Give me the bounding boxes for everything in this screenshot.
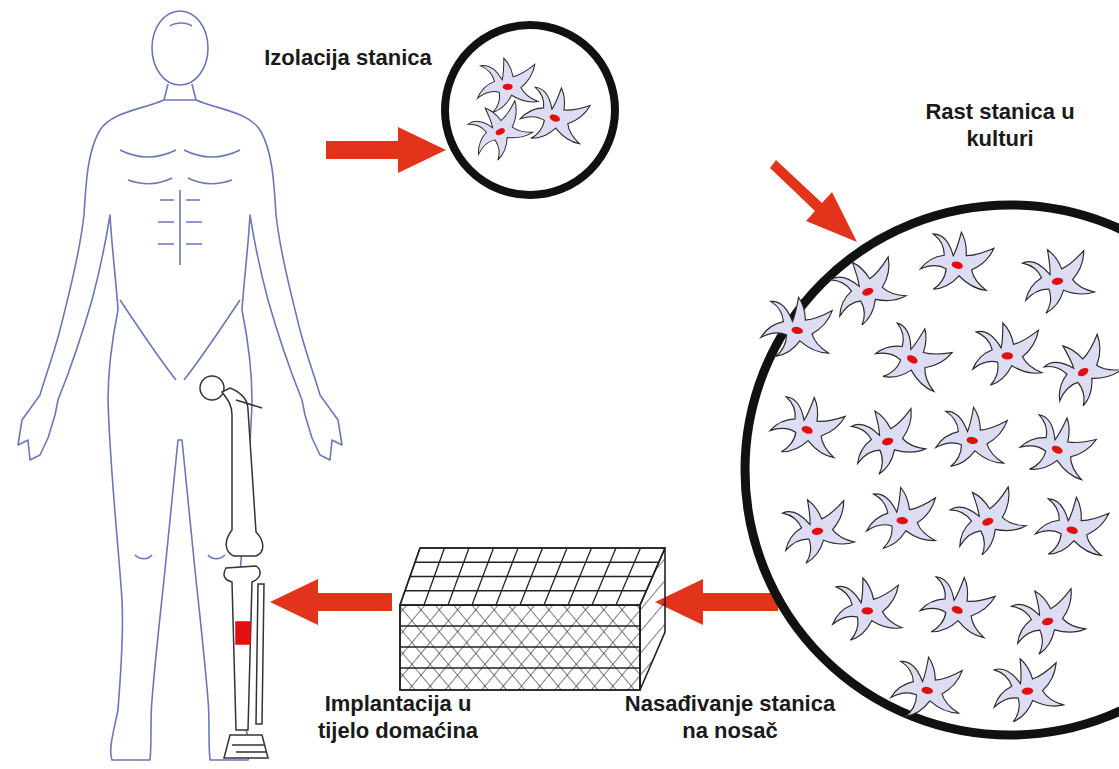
human-figure (18, 11, 342, 760)
cell (778, 493, 857, 566)
grid-line (410, 576, 653, 577)
cell (1006, 581, 1089, 659)
grid-line (400, 604, 640, 605)
grid-line (420, 547, 665, 548)
cell (758, 292, 837, 365)
cell (1018, 243, 1097, 316)
cell (833, 578, 902, 640)
cell (1013, 405, 1102, 491)
step-label: Rast stanica u kulturi (925, 98, 1075, 152)
cell (846, 401, 929, 479)
grid-line (400, 667, 640, 668)
scaffold (400, 548, 665, 690)
grid-line (405, 590, 646, 591)
cell (1037, 326, 1119, 415)
step-label: Implantacija u tijelo domaćina (303, 690, 493, 744)
cell (868, 314, 959, 403)
cell (933, 402, 1012, 475)
step-label: Izolacija stanica (238, 44, 458, 71)
cell (944, 479, 1030, 561)
grid-line (400, 646, 640, 647)
isolated-cells (445, 25, 615, 195)
cell (990, 655, 1064, 723)
cell (865, 485, 939, 553)
cell (916, 224, 999, 302)
cell (1031, 489, 1114, 567)
cell (824, 249, 910, 331)
cell (888, 652, 967, 725)
grid-line (415, 562, 659, 563)
cell (765, 387, 851, 469)
cultured-cells (745, 205, 1119, 735)
step-label: Nasađivanje stanica na nosač (620, 690, 840, 744)
cell (915, 567, 1001, 649)
grid-line (400, 625, 640, 626)
cell (973, 323, 1042, 385)
leg-bones (200, 376, 268, 758)
